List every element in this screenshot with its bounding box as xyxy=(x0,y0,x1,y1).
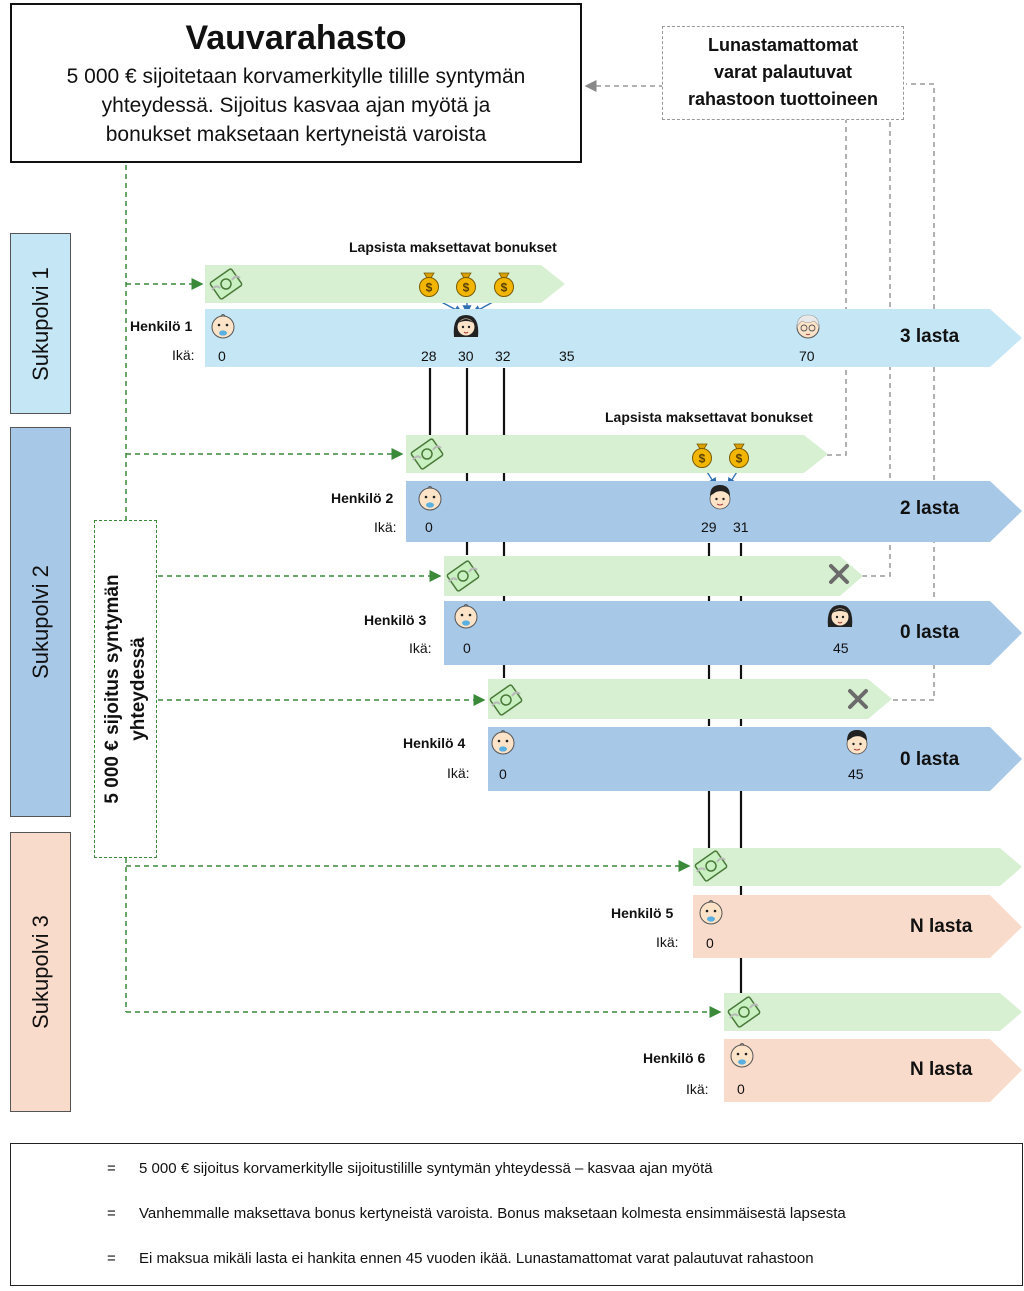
baby-icon xyxy=(418,486,442,511)
money-with-wings-icon xyxy=(488,683,524,717)
age-prefix: Ikä: xyxy=(374,519,397,535)
legend-equals: = xyxy=(107,1205,116,1222)
children-count: 0 lasta xyxy=(900,749,960,770)
description-line: yhteydessä. Sijoitus kasvaa ajan myötä j… xyxy=(101,94,491,117)
age-value: 32 xyxy=(495,348,511,364)
baby-icon xyxy=(699,900,723,925)
generation-3-box: Sukupolvi 3 xyxy=(10,832,71,1112)
timeline-bands xyxy=(205,265,1022,1102)
woman-icon xyxy=(453,314,479,338)
children-count: 0 lasta xyxy=(900,622,960,643)
age-value: 45 xyxy=(848,766,864,782)
age-value: 70 xyxy=(799,348,815,364)
investment-note-box: 5 000 € sijoitus syntymän yhteydessä xyxy=(94,520,157,858)
page-title: Vauvarahasto xyxy=(185,19,407,57)
title-box: Vauvarahasto 5 000 € sijoitetaan korvame… xyxy=(10,3,582,163)
timeline-band-person-5 xyxy=(693,895,1022,958)
age-value: 0 xyxy=(737,1081,745,1097)
age-value: 0 xyxy=(463,640,471,656)
unclaimed-funds-box: Lunastamattomat varat palautuvat rahasto… xyxy=(662,26,904,120)
money-with-wings-icon xyxy=(208,267,244,301)
baby-icon xyxy=(211,314,235,339)
man-icon xyxy=(846,729,868,755)
baby-icon xyxy=(454,604,478,629)
age-prefix: Ikä: xyxy=(172,347,195,363)
baby-icon xyxy=(491,730,515,755)
money-bag-icon xyxy=(729,443,749,468)
age-value: 0 xyxy=(218,348,226,364)
generation-1-box: Sukupolvi 1 xyxy=(10,233,71,414)
description-line: bonukset maksetaan kertyneistä varoista xyxy=(105,123,487,146)
investment-band-person-6 xyxy=(724,993,1022,1031)
person-name: Henkilö 1 xyxy=(130,318,193,334)
age-value: 30 xyxy=(458,348,474,364)
age-prefix: Ikä: xyxy=(447,765,470,781)
age-prefix: Ikä: xyxy=(409,640,432,656)
age-prefix: Ikä: xyxy=(656,934,679,950)
older-person-icon xyxy=(796,314,820,339)
money-with-wings-icon xyxy=(693,849,729,883)
money-bag-icon xyxy=(456,272,476,297)
man-icon xyxy=(709,484,731,510)
money-bag-icon xyxy=(494,272,514,297)
cross-mark-icon xyxy=(829,564,849,584)
bonus-label: Lapsista maksettavat bonukset xyxy=(605,409,813,425)
investment-band-person-2 xyxy=(406,435,828,473)
title-description: 5 000 € sijoitetaan korvamerkitylle tili… xyxy=(12,62,580,149)
timeline-band-person-4 xyxy=(488,727,1022,791)
investment-band-person-3 xyxy=(444,556,863,596)
person-name: Henkilö 6 xyxy=(643,1050,706,1066)
children-count: 3 lasta xyxy=(900,326,960,347)
return-line: Lunastamattomat xyxy=(707,35,859,55)
money-with-wings-icon xyxy=(726,995,762,1029)
legend-equals: = xyxy=(107,1160,116,1177)
bonus-label: Lapsista maksettavat bonukset xyxy=(349,239,557,255)
baby-icon xyxy=(730,1043,754,1068)
cross-mark-icon xyxy=(848,689,868,709)
money-bag-icon xyxy=(419,272,439,297)
money-bag-icon xyxy=(692,443,712,468)
legend-text: Ei maksua mikäli lasta ei hankita ennen … xyxy=(139,1250,814,1267)
age-value: 45 xyxy=(833,640,849,656)
children-count: N lasta xyxy=(910,1059,973,1080)
timeline-band-person-2 xyxy=(406,481,1022,542)
description-line: 5 000 € sijoitetaan korvamerkitylle tili… xyxy=(66,65,526,88)
age-value: 0 xyxy=(425,519,433,535)
age-value: 0 xyxy=(706,935,714,951)
legend-equals: = xyxy=(107,1250,116,1267)
legend-text: 5 000 € sijoitus korvamerkitylle sijoitu… xyxy=(139,1160,713,1177)
investment-band-person-4 xyxy=(488,679,892,719)
person-name: Henkilö 4 xyxy=(403,735,466,751)
money-with-wings-icon xyxy=(409,437,445,471)
woman-icon xyxy=(827,604,853,628)
investment-band-person-5 xyxy=(693,848,1022,886)
children-count: N lasta xyxy=(910,916,973,937)
return-line: varat palautuvat xyxy=(713,62,853,82)
legend-text: Vanhemmalle maksettava bonus kertyneistä… xyxy=(139,1205,846,1222)
legend: = 5 000 € sijoitus korvamerkitylle sijoi… xyxy=(10,1143,1023,1286)
age-value: 28 xyxy=(421,348,437,364)
generation-2-box: Sukupolvi 2 xyxy=(10,427,71,817)
person-name: Henkilö 2 xyxy=(331,490,394,506)
age-prefix: Ikä: xyxy=(686,1081,709,1097)
age-value: 29 xyxy=(701,519,717,535)
timeline-band-person-3 xyxy=(444,601,1022,665)
age-value: 35 xyxy=(559,348,575,364)
person-name: Henkilö 5 xyxy=(611,905,674,921)
investment-band-person-1 xyxy=(205,265,565,303)
money-with-wings-icon xyxy=(445,559,481,593)
children-count: 2 lasta xyxy=(900,498,960,519)
return-flow-lines xyxy=(584,80,935,701)
timeline-band-person-6 xyxy=(724,1039,1022,1102)
age-value: 31 xyxy=(733,519,749,535)
person-name: Henkilö 3 xyxy=(364,612,427,628)
age-value: 0 xyxy=(499,766,507,782)
return-line: rahastoon tuottoineen xyxy=(688,89,878,109)
